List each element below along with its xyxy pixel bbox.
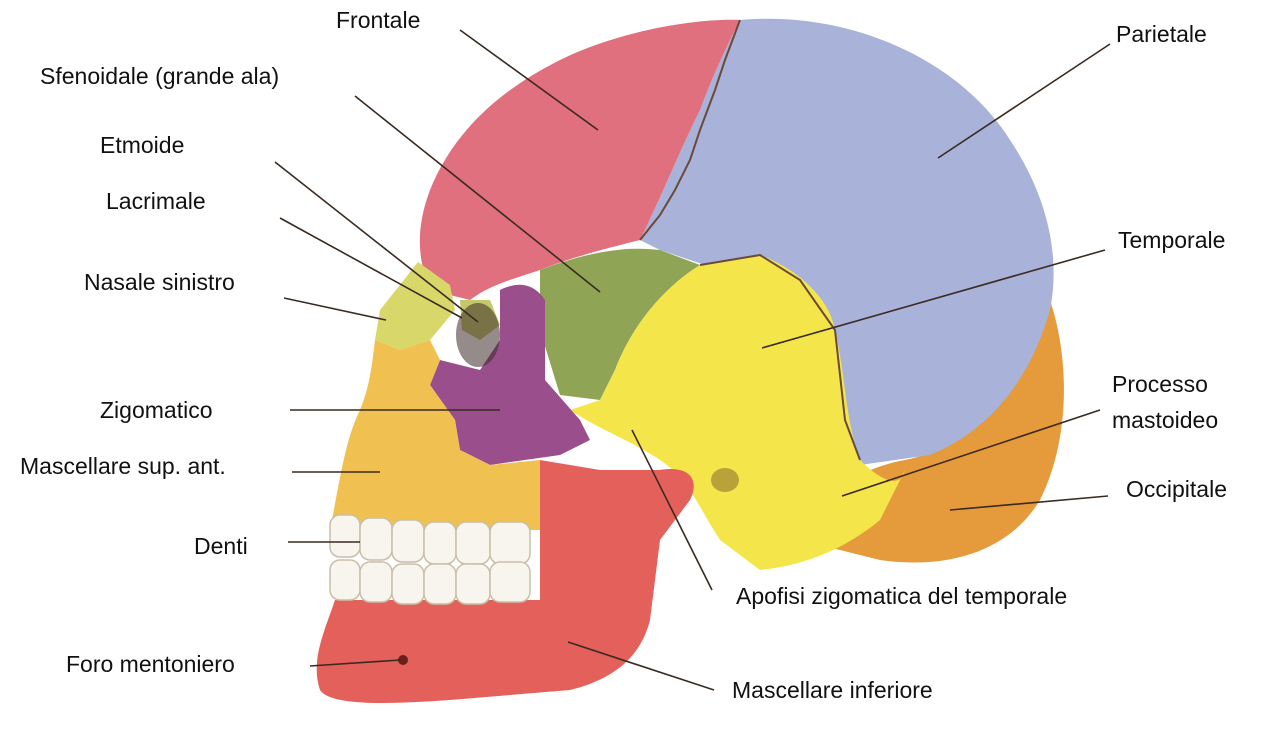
label-parietale: Parietale: [1116, 21, 1207, 47]
label-zigomatico: Zigomatico: [100, 397, 212, 423]
label-temporale: Temporale: [1118, 227, 1225, 253]
label-processo-2: mastoideo: [1112, 407, 1218, 433]
orbit: [456, 303, 500, 367]
label-etmoide: Etmoide: [100, 132, 184, 158]
label-sfenoidale: Sfenoidale (grande ala): [40, 63, 279, 89]
label-mascellare-sup: Mascellare sup. ant.: [20, 453, 226, 479]
label-lacrimale: Lacrimale: [106, 188, 206, 214]
label-mascellare-inferiore: Mascellare inferiore: [732, 677, 933, 703]
leader-nasale: [284, 298, 386, 320]
label-processo-1: Processo: [1112, 371, 1208, 397]
label-apofisi: Apofisi zigomatica del temporale: [736, 583, 1067, 609]
label-nasale: Nasale sinistro: [84, 269, 235, 295]
label-occipitale: Occipitale: [1126, 476, 1227, 502]
ear-canal: [711, 468, 739, 492]
label-frontale: Frontale: [336, 7, 420, 33]
teeth: [330, 515, 530, 604]
label-denti: Denti: [194, 533, 248, 559]
label-foro-mentoniero: Foro mentoniero: [66, 651, 235, 677]
